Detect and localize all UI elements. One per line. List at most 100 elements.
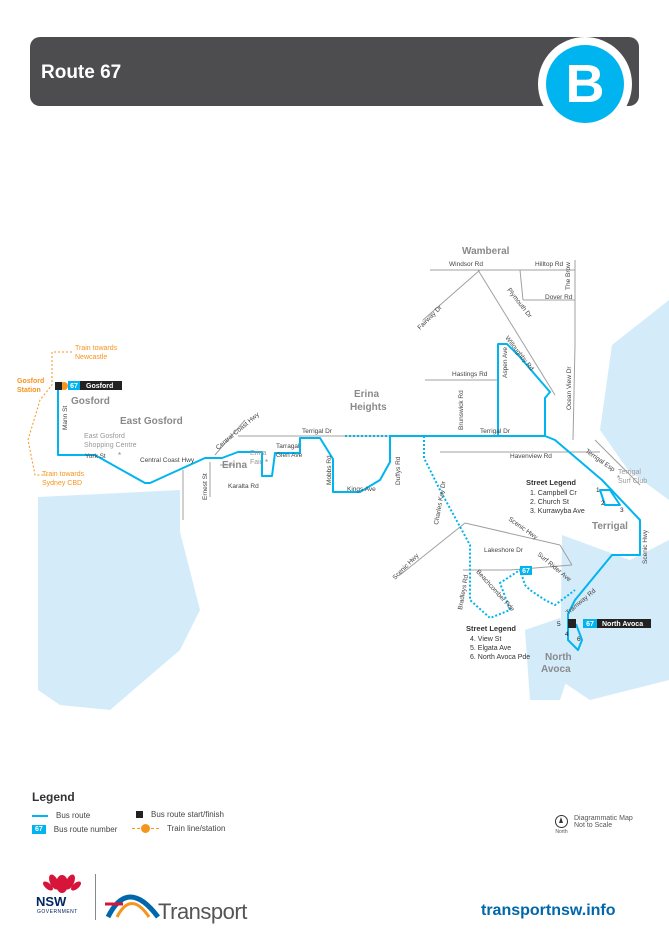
gosford-terminus-marker	[55, 382, 62, 390]
website-link[interactable]: transportnsw.info	[481, 902, 616, 919]
road-mann-st: Mann St	[62, 406, 69, 430]
north-avoca-terminus-marker	[568, 619, 576, 628]
street-legend-avoca: Street Legend 4. View St 5. Elgata Ave 6…	[466, 624, 530, 661]
train-newcastle-2: Newcastle	[75, 354, 107, 361]
svg-text:2: 2	[601, 500, 605, 507]
road-scenic-hwy-1: Scenic Hwy	[391, 552, 420, 581]
svg-text:5. Elgata Ave: 5. Elgata Ave	[470, 645, 511, 652]
road-bradleys-rd: Bradleys Rd	[457, 574, 470, 610]
road-duffys-rd: Duffys Rd	[395, 456, 402, 485]
road-lakeshore-dr: Lakeshore Dr	[484, 547, 524, 554]
gosford-route-number-badge	[68, 381, 80, 390]
water-areas	[38, 300, 669, 710]
north-avoca-route-number-badge	[583, 619, 597, 628]
map-legend: Legend Bus route 67 Bus route number Bus…	[32, 790, 642, 850]
road-kings-ave: Kings Ave	[347, 486, 376, 493]
street-number-markers: 1 2 3 4 5 6	[557, 487, 624, 643]
suburb-erina-heights-1: Erina	[354, 389, 379, 400]
mid-route-number: 67	[522, 568, 530, 575]
svg-text:6. North Avoca Pde: 6. North Avoca Pde	[470, 654, 530, 661]
diagrammatic-note: North Diagrammatic Map Not to Scale	[555, 815, 633, 835]
suburb-gosford: Gosford	[71, 396, 110, 407]
suburb-north-avoca-2: Avoca	[541, 664, 571, 675]
station-labels: Gosford Station Train towards Newcastle …	[17, 345, 118, 487]
gosford-route-number: 67	[70, 383, 78, 390]
road-tarragal-glen-ave-2: Glen Ave	[276, 452, 303, 459]
suburb-terrigal: Terrigal	[592, 521, 628, 532]
svg-text:3: 3	[620, 507, 624, 514]
road-network	[182, 260, 641, 576]
place-east-gosford-sc-1: East Gosford	[84, 433, 125, 440]
suburb-wamberal: Wamberal	[462, 246, 510, 257]
station-gosford-1: Gosford	[17, 378, 44, 385]
place-erina-fair-2: Fair	[250, 459, 263, 466]
train-sydney-1: Train towards	[42, 471, 85, 478]
road-fairway-dr: Fairway Dr	[416, 304, 444, 332]
terminus-square-icon	[136, 811, 143, 818]
road-hilltop-rd: Hilltop Rd	[535, 261, 564, 268]
svg-text:4. View St: 4. View St	[470, 636, 501, 643]
transport-wordmark: Transport	[158, 899, 247, 924]
road-karalta-rd: Karalta Rd	[228, 483, 259, 490]
road-beachcomber-pde: Beachcomber Pde	[475, 569, 516, 614]
legend-bus-route-number: 67 Bus route number	[32, 825, 117, 834]
footer-divider	[95, 874, 96, 920]
place-east-gosford-sc-2: Shopping Centre	[84, 442, 137, 449]
waratah-icon	[43, 874, 81, 893]
svg-text:Street Legend: Street Legend	[466, 624, 516, 633]
surf-club-star-icon: *	[617, 474, 620, 483]
legend-start-finish: Bus route start/finish	[132, 810, 224, 819]
road-dover-rd: Dover Rd	[545, 294, 573, 301]
street-legend-terrigal: Street Legend 1. Campbell Cr 2. Church S…	[526, 478, 585, 515]
svg-text:Street Legend: Street Legend	[526, 478, 576, 487]
station-gosford-2: Station	[17, 387, 41, 394]
shopping-centre-star-icon: *	[118, 451, 121, 460]
legend-bus-route: Bus route	[32, 811, 90, 820]
gosford-terminus-label: Gosford	[86, 383, 113, 390]
place-erina-fair-1: Erina	[250, 450, 266, 457]
road-havenview-rd: Havenview Rd	[510, 453, 552, 460]
suburb-erina-heights-2: Heights	[350, 402, 387, 413]
route-number-icon: 67	[32, 825, 46, 834]
road-terrigal-dr-2: Terrigal Dr	[480, 428, 511, 435]
train-newcastle-1: Train towards	[75, 345, 118, 352]
svg-text:6: 6	[577, 636, 581, 643]
road-ocean-view-dr: Ocean View Dr	[566, 366, 573, 410]
road-aspen-ave: Aspen Ave	[502, 347, 509, 378]
train-line	[27, 351, 72, 476]
road-charles-kay-dr: Charles Kay Dr	[433, 480, 448, 525]
bus-route-variant[interactable]	[345, 435, 576, 620]
road-central-coast-hwy-1: Central Coast Hwy	[215, 411, 262, 452]
road-plymouth-dr: Plymouth Dr	[505, 287, 533, 320]
bus-b-icon: B	[546, 45, 624, 123]
svg-text:1. Campbell Cr: 1. Campbell Cr	[530, 490, 577, 497]
road-brunswick-rd: Brunswick Rd	[458, 390, 465, 430]
north-avoca-terminus-label: North Avoca	[602, 621, 643, 628]
road-mobbs-rd: Mobbs Rd	[326, 455, 333, 485]
road-york-st: York St	[85, 453, 106, 460]
north-avoca-route-number: 67	[586, 621, 594, 628]
place-terrigal-surf-club-1: Terrigal	[618, 469, 641, 476]
route-badge: B	[538, 37, 632, 131]
suburb-labels: Wamberal Gosford East Gosford Erina Erin…	[71, 246, 628, 675]
suburb-east-gosford: East Gosford	[120, 416, 183, 427]
road-terrigal-dr-1: Terrigal Dr	[302, 428, 333, 435]
suburb-north-avoca-1: North	[545, 652, 572, 663]
bus-route-line[interactable]	[57, 343, 641, 651]
gosford-terminus-label-bg	[80, 381, 122, 390]
north-avoca-terminus-label-bg	[597, 619, 651, 628]
suburb-erina: Erina	[222, 460, 247, 471]
road-ernest-st: Ernest St	[202, 473, 209, 500]
legend-train: Train line/station	[132, 824, 225, 833]
place-labels: East Gosford Shopping Centre Erina Fair …	[84, 433, 647, 485]
road-scenic-hwy-3: Scenic Hwy	[642, 529, 649, 564]
route-header: Route 67	[30, 37, 639, 106]
place-terrigal-surf-club-2: Surf Club	[618, 478, 647, 485]
road-scenic-hwy-2: Scenic Hwy	[507, 516, 539, 542]
north-arrow-icon	[555, 815, 568, 828]
svg-text:3. Kurrawyba Ave: 3. Kurrawyba Ave	[530, 508, 585, 515]
route-title: Route 67	[41, 62, 122, 83]
nsw-government-logo: NSW GOVERNMENT	[34, 868, 90, 922]
road-tarragal-glen-ave-1: Tarragal	[276, 443, 300, 450]
